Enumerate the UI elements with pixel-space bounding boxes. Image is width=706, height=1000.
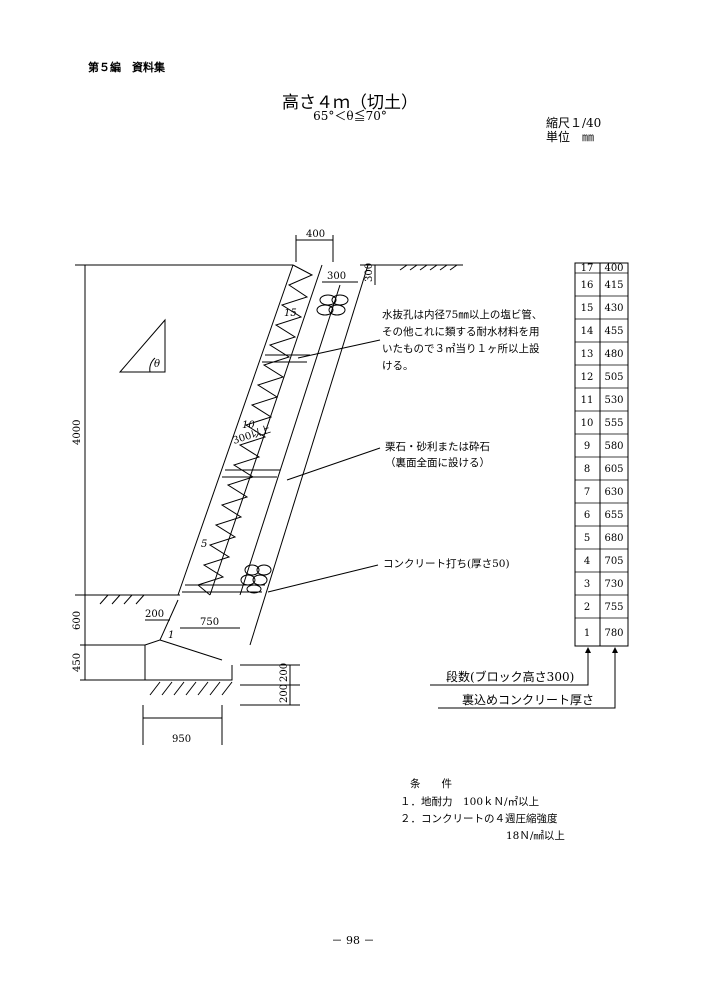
table-thickness: 430 — [604, 303, 623, 314]
table-step: 10 — [581, 418, 594, 429]
dim-200-lower: 200 — [279, 684, 290, 703]
condition-item-value: 18Ｎ/㎟以上 — [506, 830, 565, 842]
table-step: 9 — [584, 441, 590, 452]
table-thickness: 480 — [604, 349, 623, 360]
gravel-stones-top — [316, 294, 349, 316]
table-step: 15 — [581, 303, 594, 314]
table-thickness: 530 — [604, 395, 623, 406]
dim-top-gap: 300 — [327, 271, 346, 282]
gravel-inner-line — [239, 284, 341, 596]
table-step: 13 — [581, 349, 594, 360]
block-mark: 15 — [284, 308, 297, 319]
block-mark: 5 — [201, 539, 207, 550]
gravel-note-line: （裏面全面に設ける） — [385, 456, 490, 469]
backfill-back-line — [249, 264, 369, 646]
table-thickness: 415 — [604, 280, 623, 291]
table-label-steps: 段数(ブロック高さ300) — [446, 669, 574, 684]
theta-triangle — [118, 318, 166, 373]
thickness-table — [574, 262, 629, 647]
dim-top-gap-right: 300 — [364, 263, 375, 282]
table-step: 1 — [584, 628, 590, 639]
table-thickness: 455 — [604, 326, 623, 337]
table-step: 2 — [584, 602, 590, 613]
scale-ratio: 縮尺１/40 — [546, 116, 602, 130]
table-thickness: 655 — [604, 510, 623, 521]
drawing-title: 高さ４ｍ（切土） — [282, 93, 418, 113]
scale-info: 縮尺１/40 単位 ㎜ — [546, 116, 601, 144]
dim-200-upper: 200 — [279, 663, 290, 682]
concrete-cap-note: コンクリート打ち(厚さ50) — [383, 557, 510, 570]
table-thickness: 705 — [604, 556, 623, 567]
gravel-note-line: 栗石・砂利または砕石 — [385, 440, 490, 453]
gravel-stones-bottom — [240, 564, 272, 594]
scale-unit: 単位 ㎜ — [546, 130, 595, 144]
table-step: 4 — [584, 556, 590, 567]
block-mark: 10 — [242, 420, 255, 431]
wall-inner-line — [209, 264, 323, 596]
dim-heel-width: 750 — [200, 617, 219, 628]
table-step: 6 — [584, 510, 590, 521]
dim-footing-width: 950 — [172, 734, 191, 745]
table-step: 8 — [584, 464, 590, 475]
table-thickness: 400 — [604, 263, 623, 274]
table-thickness: 630 — [604, 487, 623, 498]
table-label-backfill: 裏込めコンクリート厚さ — [462, 692, 594, 707]
table-thickness: 755 — [604, 602, 623, 613]
table-thickness: 730 — [604, 579, 623, 590]
dim-base-footing: 450 — [72, 653, 83, 672]
theta-arc — [149, 357, 156, 373]
theta-symbol: θ — [154, 359, 160, 370]
wall-block-teeth — [196, 264, 314, 596]
gravel-leader — [286, 447, 381, 481]
ground-hatch-lower — [99, 594, 145, 605]
concrete-leader — [267, 564, 379, 593]
dim-height: 4000 — [72, 420, 83, 445]
drain-leader — [297, 339, 381, 359]
conditions-heading: 条 件 — [410, 777, 452, 790]
drain-note-line: ける。 — [382, 360, 414, 372]
table-step: 16 — [581, 280, 594, 291]
wall-face-line — [177, 264, 294, 596]
table-thickness: 680 — [604, 533, 623, 544]
condition-item: ２．コンクリートの４週圧縮強度 — [400, 812, 558, 825]
drain-note-line: 水抜孔は内径75㎜以上の塩ビ管、 — [382, 308, 542, 321]
angle-range: 65°＜θ≦70° — [313, 109, 387, 123]
table-step: 5 — [584, 533, 590, 544]
drain-note-line: その他これに類する耐水材料を用 — [382, 325, 540, 338]
dim-top-width: 400 — [306, 229, 325, 240]
footing-outline — [144, 599, 233, 681]
table-thickness: 605 — [604, 464, 623, 475]
backfill-arrow — [438, 647, 618, 709]
section-header: 第５編 資料集 — [88, 61, 165, 74]
condition-item: １．地耐力 100ｋＮ/㎡以上 — [400, 795, 539, 808]
page-number: － 98 － — [331, 934, 375, 947]
footing-slope — [159, 639, 223, 661]
table-step: 12 — [581, 372, 594, 383]
table-step: 17 — [581, 263, 594, 274]
dim-toe-width: 200 — [145, 609, 164, 620]
drain-note-line: いたもので３㎡当り１ヶ所以上設 — [382, 342, 540, 355]
ground-hatch-top — [399, 264, 458, 271]
table-step: 3 — [584, 579, 590, 590]
table-step: 7 — [584, 487, 590, 498]
dim-base-front: 600 — [72, 611, 83, 630]
block-mark: 1 — [168, 630, 174, 641]
table-thickness: 505 — [604, 372, 623, 383]
table-thickness: 780 — [604, 628, 623, 639]
table-thickness: 555 — [604, 418, 623, 429]
table-step: 14 — [581, 326, 594, 337]
footing-hatch — [149, 681, 233, 696]
table-step: 11 — [581, 395, 594, 406]
table-thickness: 580 — [604, 441, 623, 452]
steps-arrow — [430, 647, 591, 686]
